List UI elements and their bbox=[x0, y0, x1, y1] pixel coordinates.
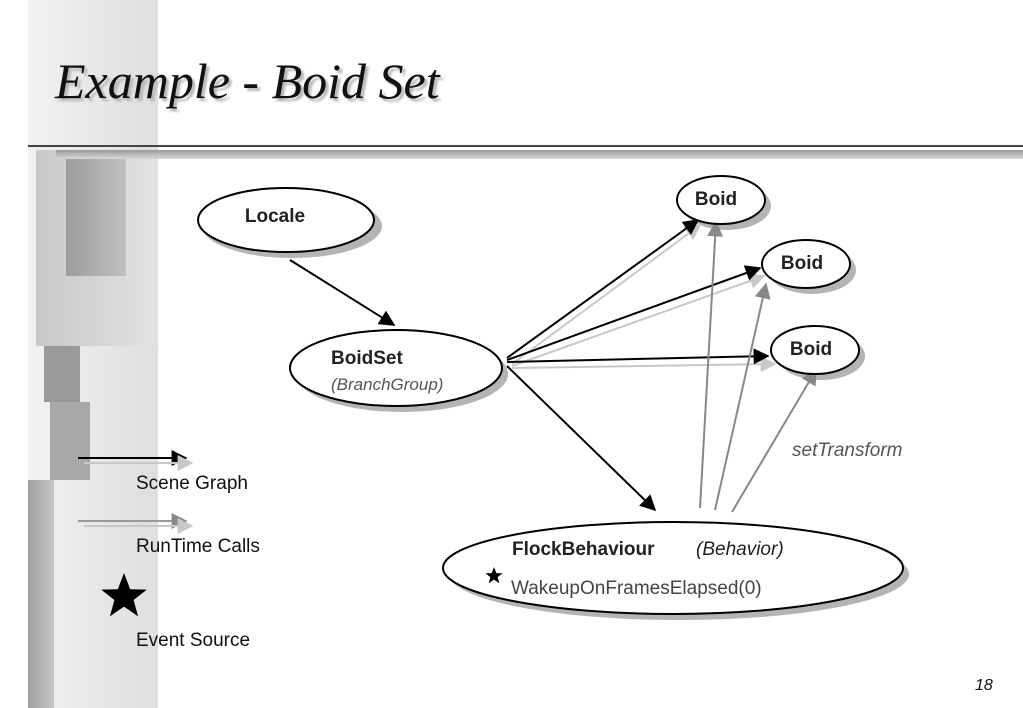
label-boid-2: Boid bbox=[781, 253, 823, 274]
node-boid-1 bbox=[676, 175, 766, 225]
event-source-star-icon bbox=[485, 567, 503, 584]
node-boidset bbox=[289, 329, 503, 407]
legend: Scene Graph RunTime Calls Event Source bbox=[78, 450, 260, 651]
label-locale: Locale bbox=[245, 206, 305, 227]
legend-event-source-label: Event Source bbox=[136, 630, 250, 651]
node-locale bbox=[197, 187, 375, 253]
title-rule-bar bbox=[56, 150, 1023, 159]
label-flock-type: (Behavior) bbox=[696, 539, 784, 560]
node-boid-2 bbox=[761, 239, 851, 289]
decor-strip-dark bbox=[66, 150, 126, 276]
runtime-call-edges bbox=[511, 224, 777, 373]
title-rule bbox=[28, 145, 1023, 147]
legend-scene-graph-label: Scene Graph bbox=[136, 473, 248, 494]
legend-runtime-label: RunTime Calls bbox=[136, 536, 260, 557]
set-transform-edges bbox=[699, 220, 817, 513]
label-boidset: BoidSet bbox=[331, 348, 403, 369]
label-boidset-type: (BranchGroup) bbox=[331, 375, 443, 394]
label-flock-behaviour: FlockBehaviour bbox=[512, 539, 655, 560]
node-boid-3 bbox=[770, 325, 860, 375]
label-wakeup: WakeupOnFramesElapsed(0) bbox=[511, 578, 762, 599]
label-set-transform: setTransform bbox=[792, 440, 903, 461]
slide-number: 18 bbox=[975, 677, 993, 694]
scene-graph-edges bbox=[289, 219, 770, 512]
legend-star-icon bbox=[101, 573, 147, 617]
decor-strip-bottom bbox=[28, 480, 54, 708]
label-boid-1: Boid bbox=[695, 189, 737, 210]
node-flock-behaviour bbox=[442, 521, 904, 615]
decor-strip-lower bbox=[50, 402, 90, 480]
decor-strip-dark2 bbox=[44, 346, 80, 402]
slide-title: Example - Boid Set bbox=[55, 53, 440, 109]
label-boid-3: Boid bbox=[790, 339, 832, 360]
